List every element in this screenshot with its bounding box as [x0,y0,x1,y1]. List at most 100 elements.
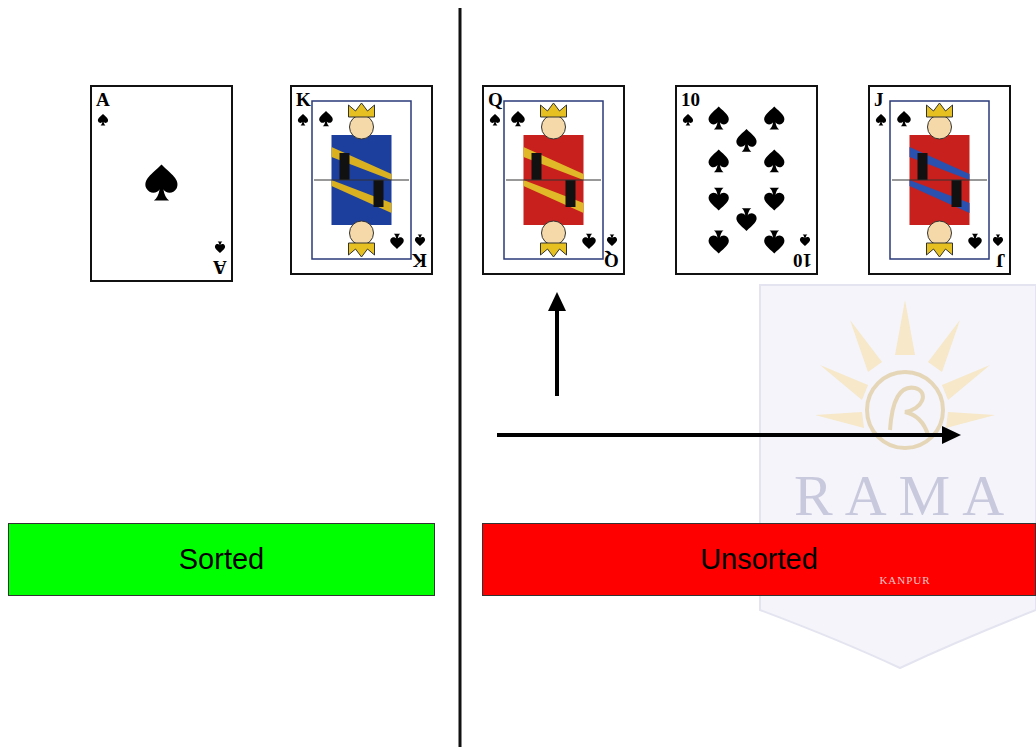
robe [910,135,970,180]
court-figure-mirror [910,180,970,257]
status-box: Sorted [8,523,435,596]
spade-pip [607,235,617,246]
spade-pip [876,114,886,125]
sash [524,147,584,180]
card-face-art [484,87,623,273]
divider-line [459,8,462,747]
card-art [683,107,810,254]
court-art [892,103,987,257]
court-figure-mirror [524,180,584,257]
card-split [892,180,987,181]
crown [349,103,375,117]
robe-stripe [918,153,928,180]
sash [524,180,584,213]
card-face-art [677,87,816,273]
spade-pip [968,234,982,249]
card-rank: J [874,90,884,109]
crown [349,243,375,257]
card-art [876,101,1003,259]
court-figure [332,180,392,257]
robe-stripe [340,153,350,180]
shield-outline [760,285,1036,668]
head [542,221,566,245]
sash [332,180,392,213]
card-rank: A [213,258,227,277]
head [928,115,952,139]
court-art [314,103,409,257]
crown [927,243,953,257]
spade-pip [736,208,756,231]
spade-pip [709,149,729,172]
card-split [506,180,601,181]
court-frame [504,101,603,259]
spade-pip [582,234,596,249]
spade-pip [764,188,784,211]
card-rank: K [412,251,427,270]
spade-pip [415,235,425,246]
head [542,115,566,139]
card-rank: K [296,90,311,109]
crown [927,103,953,117]
card-face-art [292,87,431,273]
court-art [506,103,601,257]
card-face-art [870,87,1009,273]
court-figure [524,180,584,257]
spade-pip [298,114,308,125]
spade-pip [709,231,729,254]
court-figure [524,103,584,180]
head [350,115,374,139]
pick-arrow-head [548,292,566,311]
spade-pip [764,107,784,130]
spade-pip [709,188,729,211]
playing-card: AA [90,85,233,282]
scan-arrow-shaft [497,433,945,437]
sash [910,147,970,180]
court-figure [332,103,392,180]
card-rank: Q [604,251,619,270]
robe-stripe [952,180,962,207]
spade-pip [897,111,911,126]
spade-pip [764,231,784,254]
card-rank: 10 [681,90,700,109]
robe [524,135,584,180]
head [928,221,952,245]
playing-card: KK [290,85,433,275]
logo-swirl [890,388,928,435]
status-label: Sorted [179,543,264,576]
card-rank: A [96,90,110,109]
card-art [490,101,617,259]
card-rank: 10 [793,251,812,270]
card-art [298,101,425,259]
spade-pip [98,114,108,125]
spade-pip [683,114,693,125]
court-figure-mirror [332,180,392,257]
sun-rays [815,300,995,428]
court-frame [312,101,411,259]
scan-arrow-head [942,426,961,444]
spade-pip [215,242,225,253]
card-face-art [92,87,231,280]
spade-pip [145,165,177,201]
robe [524,180,584,225]
spade-pip [390,234,404,249]
card-split [314,180,409,181]
court-figure [910,180,970,257]
pick-arrow-shaft [555,306,559,396]
sash [332,147,392,180]
robe [910,180,970,225]
court-figure [910,103,970,180]
playing-card: QQ [482,85,625,275]
spade-pip [490,114,500,125]
robe [332,180,392,225]
spade-pip [319,111,333,126]
card-rank: Q [488,90,503,109]
spade-pip [993,235,1003,246]
robe-stripe [566,180,576,207]
crown [541,103,567,117]
robe-stripe [532,153,542,180]
watermark-text: RAMA [794,462,1016,529]
spade-pip [764,149,784,172]
status-box: Unsorted [482,523,1036,596]
spade-pip [800,235,810,246]
robe-stripe [374,180,384,207]
